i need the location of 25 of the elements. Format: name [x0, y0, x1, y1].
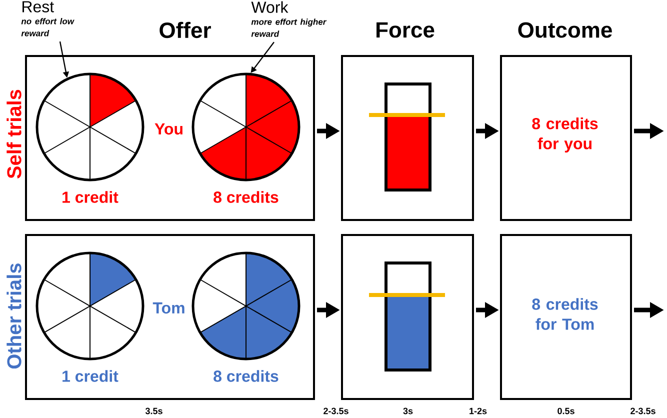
credit-label: 8 credits: [214, 370, 278, 382]
time-label: 3.5s: [145, 408, 162, 414]
credit-label: 8 credits: [214, 191, 278, 203]
force-panel: [341, 234, 474, 400]
option-title: Rest: [22, 1, 54, 12]
time-label: 0.5s: [558, 408, 574, 414]
recipient-label: You: [154, 123, 182, 135]
pie-chart: [192, 72, 300, 182]
time-label: 1-2s: [470, 408, 487, 414]
option-title: Work: [251, 1, 288, 13]
credit-label: 1 credit: [62, 191, 118, 203]
outcome-text: 8 credits for Tom: [532, 298, 598, 330]
outcome-text: 8 credits for you: [532, 118, 598, 152]
pie-chart: [36, 72, 144, 182]
column-heading: Offer: [160, 22, 211, 38]
force-panel: [341, 55, 474, 221]
option-description: more effort higher reward: [251, 18, 327, 37]
column-heading: Outcome: [518, 22, 612, 38]
option-description: no effort low reward: [21, 18, 74, 36]
time-label: 2-3.5s: [630, 408, 656, 414]
time-label: 3s: [403, 408, 413, 414]
pie-chart: [192, 252, 300, 360]
pie-chart: [36, 252, 144, 360]
recipient-label: Tom: [152, 302, 184, 314]
credit-label: 1 credit: [62, 370, 118, 382]
